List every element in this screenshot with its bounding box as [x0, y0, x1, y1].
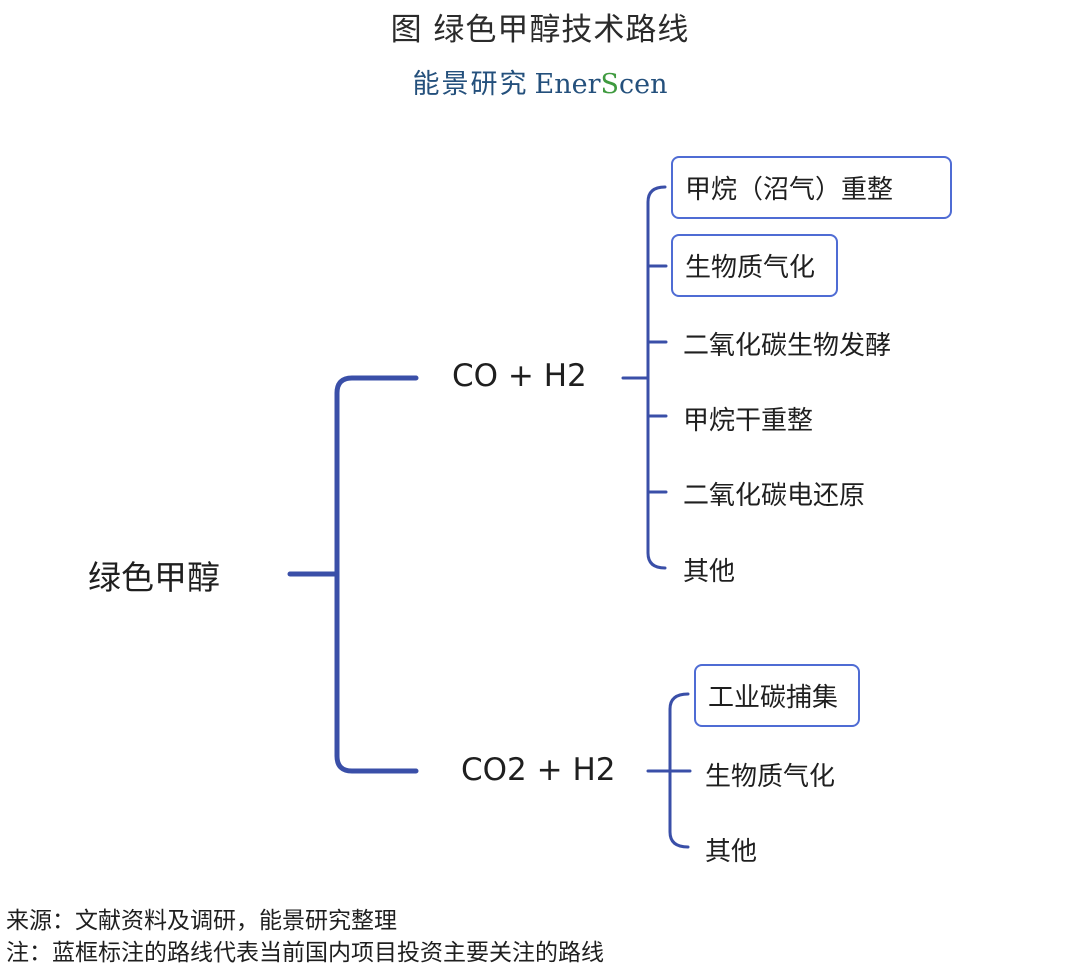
leaf-methane-dry-reforming: 甲烷干重整 — [683, 406, 814, 436]
leaf-industrial-carbon-capture: 工业碳捕集 — [694, 664, 860, 727]
brand-name-en-a: Ener — [534, 69, 601, 100]
brand-name-en-s: S — [600, 69, 619, 100]
branch-co2-h2: CO2 + H2 — [461, 752, 616, 788]
branch-co-h2: CO + H2 — [452, 358, 587, 394]
leaf-methane-biogas-reforming: 甲烷（沼气）重整 — [671, 156, 952, 219]
brand-name-en-c: cen — [618, 69, 668, 100]
figure-title: 图 绿色甲醇技术路线 — [390, 12, 690, 48]
leaf-other-2: 其他 — [705, 837, 758, 867]
footer-notes: 来源：文献资料及调研，能景研究整理 注：蓝框标注的路线代表当前国内项目投资主要关… — [6, 905, 604, 969]
root-node: 绿色甲醇 — [88, 558, 220, 597]
branch1-bracket — [646, 185, 667, 570]
leaf-label: 生物质气化 — [685, 253, 816, 283]
leaf-co2-bio-fermentation: 二氧化碳生物发酵 — [683, 331, 892, 361]
leaf-biomass-gasification-2: 生物质气化 — [705, 762, 836, 792]
leaf-label: 甲烷（沼气）重整 — [685, 175, 894, 205]
leaf-label: 工业碳捕集 — [708, 683, 839, 713]
leaf-other-1: 其他 — [683, 557, 736, 587]
source-note: 来源：文献资料及调研，能景研究整理 — [6, 908, 397, 934]
leaf-co2-electroreduction: 二氧化碳电还原 — [683, 481, 866, 511]
root-bracket — [334, 375, 419, 774]
brand-name-cn: 能景研究 — [412, 69, 529, 100]
legend-note: 注：蓝框标注的路线代表当前国内项目投资主要关注的路线 — [6, 940, 604, 966]
leaf-biomass-gasification: 生物质气化 — [671, 234, 838, 297]
